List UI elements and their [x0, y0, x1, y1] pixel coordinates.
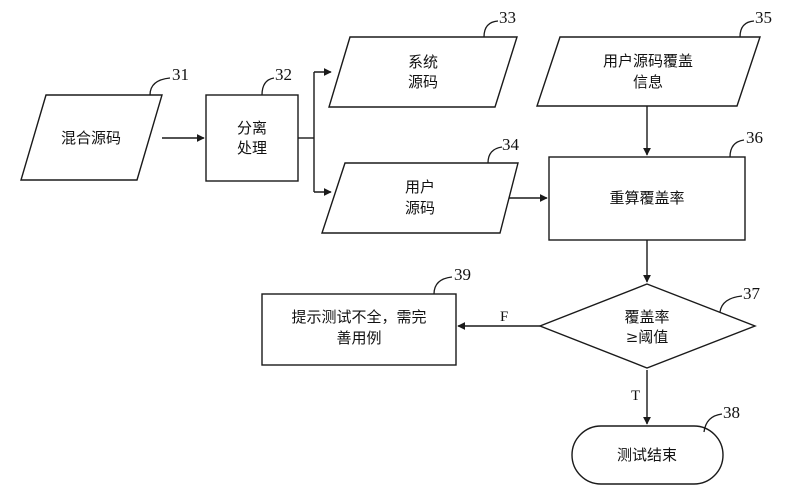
test-end-ref: 38 — [723, 403, 740, 422]
test-end-ref-leader — [703, 413, 723, 433]
incomplete-prompt-label-line2: 善用例 — [336, 329, 381, 347]
node-threshold-check: 覆盖率 ≥阈值 37 — [538, 283, 761, 369]
separation-label-line2: 处理 — [237, 139, 267, 157]
recalc-coverage-ref-leader — [729, 139, 745, 158]
incomplete-prompt-ref: 39 — [454, 265, 471, 284]
coverage-info-shape — [536, 36, 761, 107]
mixed-source-ref-leader — [149, 77, 171, 96]
user-source-ref-leader — [487, 146, 503, 164]
system-source-shape — [328, 36, 518, 108]
coverage-info-ref-leader — [739, 20, 755, 38]
node-separation: 分离 处理 32 — [205, 65, 299, 182]
separation-ref-leader — [261, 77, 275, 96]
incomplete-prompt-ref-leader — [433, 276, 453, 295]
coverage-info-label-line2: 信息 — [633, 73, 663, 91]
node-coverage-info: 用户源码覆盖 信息 35 — [536, 8, 772, 107]
separation-label-line1: 分离 — [237, 119, 267, 137]
system-source-label-line1: 系统 — [408, 53, 438, 71]
threshold-check-ref-leader — [719, 295, 743, 313]
mixed-source-label: 混合源码 — [61, 129, 121, 147]
separation-ref: 32 — [275, 65, 292, 84]
false-branch-label: F — [500, 309, 508, 325]
mixed-source-shape — [20, 94, 163, 181]
mixed-source-ref: 31 — [172, 65, 189, 84]
node-mixed-source: 混合源码 31 — [20, 65, 189, 181]
node-recalc-coverage: 重算覆盖率 36 — [548, 128, 763, 241]
system-source-ref: 33 — [499, 8, 516, 27]
threshold-check-label-line1: 覆盖率 — [624, 308, 669, 326]
test-end-label: 测试结束 — [617, 446, 677, 464]
recalc-coverage-ref: 36 — [746, 128, 763, 147]
node-test-end: 测试结束 38 — [571, 403, 740, 485]
recalc-coverage-shape — [548, 156, 746, 241]
coverage-info-label-line1: 用户源码覆盖 — [603, 52, 693, 70]
threshold-check-label-line2: ≥阈值 — [626, 328, 669, 346]
user-source-label-line1: 用户 — [405, 178, 435, 196]
threshold-check-ref: 37 — [743, 284, 761, 303]
separation-shape — [205, 94, 299, 182]
user-source-label-line2: 源码 — [405, 199, 435, 217]
true-branch-label: T — [631, 388, 640, 404]
node-user-source: 用户 源码 34 — [321, 135, 520, 234]
user-source-shape — [321, 162, 519, 234]
system-source-ref-leader — [483, 20, 499, 38]
node-incomplete-prompt: 提示测试不全，需完 善用例 39 — [261, 265, 471, 366]
system-source-label-line2: 源码 — [408, 73, 438, 91]
user-source-ref: 34 — [502, 135, 520, 154]
test-end-shape — [571, 425, 724, 485]
recalc-coverage-label: 重算覆盖率 — [609, 189, 684, 207]
node-system-source: 系统 源码 33 — [328, 8, 518, 108]
threshold-check-shape — [538, 283, 757, 369]
incomplete-prompt-label-line1: 提示测试不全，需完 — [291, 308, 426, 326]
incomplete-prompt-shape — [261, 293, 457, 366]
coverage-info-ref: 35 — [755, 8, 772, 27]
